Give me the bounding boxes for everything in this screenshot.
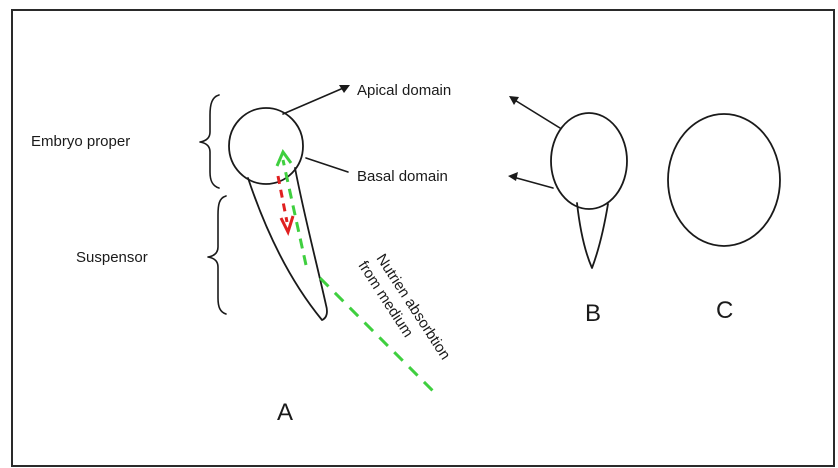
label-embryo-proper: Embryo proper	[31, 133, 130, 150]
figure-border	[11, 9, 835, 467]
green-dashed-line-medium	[318, 276, 436, 394]
embryo-c	[667, 113, 781, 247]
embryo-head-a	[228, 107, 304, 185]
suspensor-cone-a	[247, 167, 328, 321]
label-basal-domain: Basal domain	[357, 168, 448, 185]
basal-leader-a	[305, 157, 349, 173]
embryo-proper-bracket	[199, 94, 220, 189]
suspensor-cone-b	[576, 202, 609, 269]
embryo-head-b	[550, 112, 628, 210]
label-apical-domain: Apical domain	[357, 82, 451, 99]
suspensor-bracket	[207, 195, 227, 315]
apical-leader-b	[509, 96, 561, 129]
label-panel-b: B	[585, 300, 601, 327]
label-panel-c: C	[716, 297, 733, 324]
embryo-a	[228, 107, 328, 321]
label-suspensor: Suspensor	[76, 249, 148, 266]
green-dashed-arrow-inner	[275, 148, 308, 266]
nutrient-annotation: Nutrien absorbtion from medium	[355, 251, 454, 363]
basal-leader-b	[508, 172, 554, 189]
embryo-b	[550, 112, 628, 269]
apical-leader-a	[282, 85, 350, 115]
red-dashed-arrow	[276, 175, 295, 236]
label-panel-a: A	[277, 399, 293, 426]
